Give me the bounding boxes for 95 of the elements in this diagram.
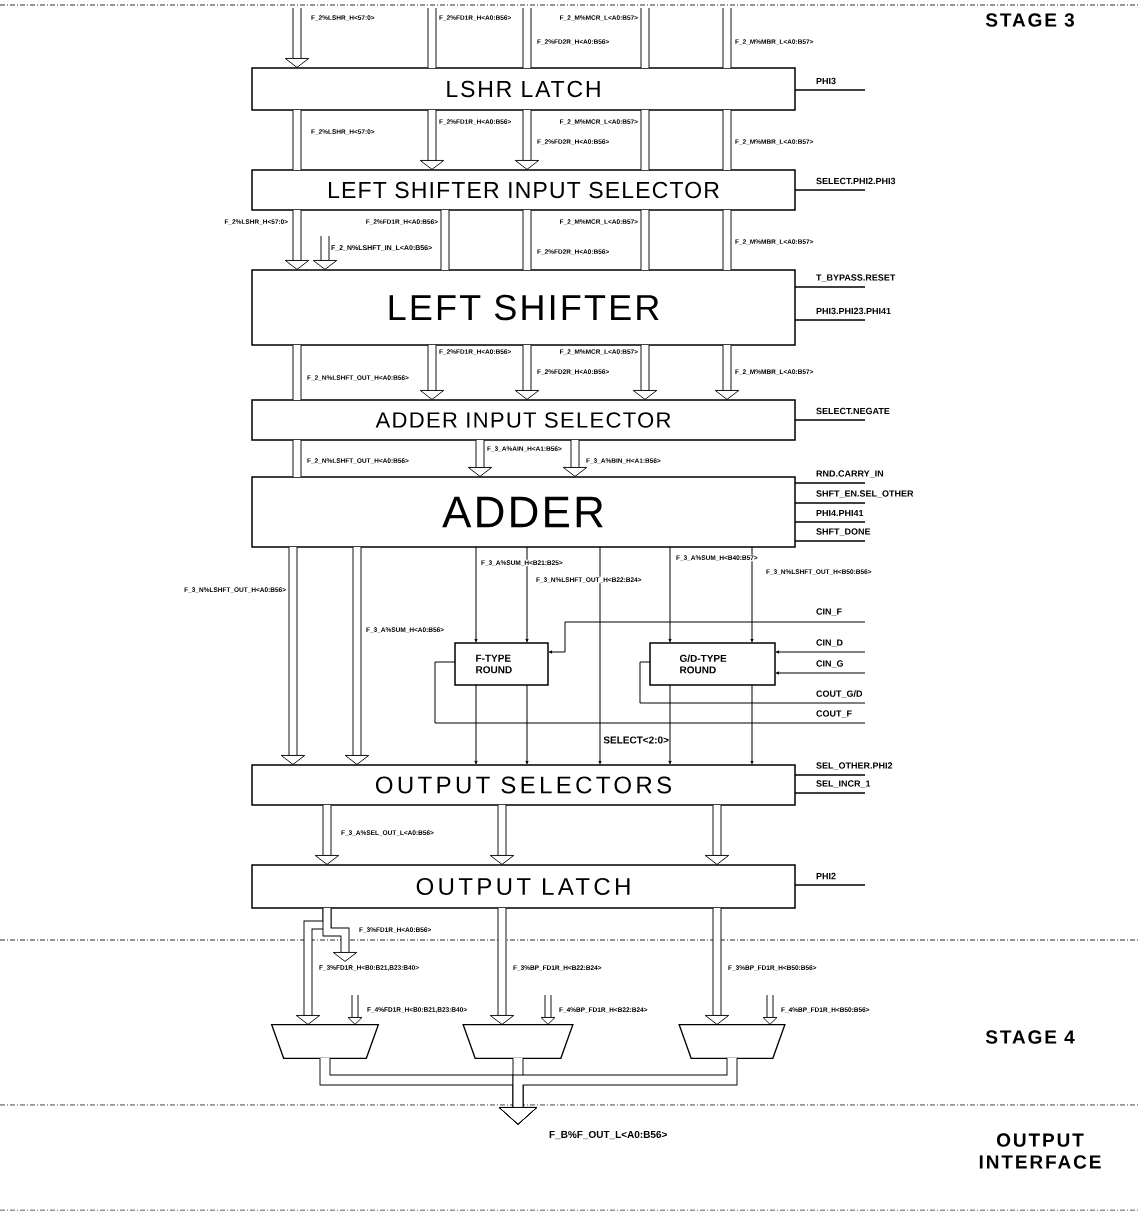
signal-line <box>794 189 866 191</box>
signal-line <box>794 286 866 288</box>
edge-label: F_B%F_OUT_L<A0:B56> <box>548 1130 669 1140</box>
bus-arrow <box>704 908 730 1025</box>
signal-line <box>794 774 866 776</box>
bus-arrow <box>632 345 658 400</box>
signal-line <box>794 482 866 484</box>
arrow <box>474 684 478 765</box>
block-box: LEFT SHIFTER INPUT SELECTOR <box>251 169 796 211</box>
signal-line <box>794 319 866 321</box>
block-box: ADDER INPUT SELECTOR <box>251 399 796 441</box>
bus-line <box>292 345 302 400</box>
bus-arrow <box>514 345 540 400</box>
bus-arrow <box>562 440 588 477</box>
arrow <box>775 671 866 675</box>
multiplexer-symbol <box>462 1024 574 1059</box>
rounding-unit-box: G/D-TYPE ROUND <box>649 642 776 686</box>
block-box: OUTPUT SELECTORS <box>251 764 796 806</box>
bus-arrow <box>704 805 730 865</box>
arrow <box>525 684 529 765</box>
bus-arrow <box>322 908 358 962</box>
arrow <box>775 650 866 654</box>
bus-arrow <box>489 908 515 1025</box>
bus-arrow <box>344 547 370 765</box>
block-box: LEFT SHIFTER <box>251 269 796 346</box>
bus-line <box>522 210 532 270</box>
edge-label: SHFT_DONE <box>815 527 872 537</box>
stage-label: STAGE 3 <box>985 13 1074 27</box>
bus-line <box>722 110 732 170</box>
bus-line <box>640 8 650 68</box>
edge-label: PHI3.PHI23.PHI41 <box>815 307 892 315</box>
bus-arrow <box>498 1058 738 1125</box>
arrow <box>598 546 602 765</box>
bus-arrow <box>762 995 778 1025</box>
edge-label: PHI3 <box>815 77 837 85</box>
arrow <box>474 546 478 643</box>
bus-arrow <box>280 547 306 765</box>
bus-line <box>640 110 650 170</box>
arrow <box>668 684 672 765</box>
arrow <box>668 546 672 643</box>
bus-arrow <box>467 440 493 477</box>
edge-label: PHI4.PHI41 <box>815 509 865 517</box>
bus-arrow <box>419 345 445 400</box>
edge-label: CIN_F <box>815 607 843 617</box>
multiplexer-symbol <box>678 1024 786 1059</box>
arrow <box>750 684 754 765</box>
arrow <box>525 546 529 643</box>
block-box: OUTPUT LATCH <box>251 864 796 909</box>
edge-label: SELECT.PHI2.PHI3 <box>815 177 897 185</box>
edge-label: COUT_G/D <box>815 689 864 699</box>
arrow <box>750 546 754 643</box>
stage-label: STAGE 4 <box>985 1030 1075 1044</box>
signal-line <box>794 89 866 91</box>
block-box: ADDER <box>251 476 796 548</box>
bus-line <box>292 440 302 477</box>
edge-label: CIN_G <box>815 659 845 669</box>
bus-line <box>440 210 450 270</box>
bus-arrow <box>284 210 310 270</box>
bus-line <box>292 110 302 170</box>
signal-line <box>434 661 866 724</box>
edge-label: PHI2 <box>815 872 837 880</box>
bus-arrow <box>314 805 340 865</box>
bus-line <box>640 210 650 270</box>
signal-line <box>794 521 866 523</box>
bus-line <box>722 8 732 68</box>
signal-line <box>794 792 866 794</box>
stage-label: OUTPUT INTERFACE <box>979 1133 1101 1169</box>
bus-line <box>427 8 437 68</box>
bus-arrow <box>514 110 540 170</box>
bus-arrow <box>312 236 338 270</box>
bus-arrow <box>489 805 515 865</box>
signal-line <box>794 419 866 421</box>
edge-label: COUT_F <box>815 709 853 719</box>
bus-arrow <box>714 345 740 400</box>
edge-label: T_BYPASS.RESET <box>815 273 896 283</box>
bus-line <box>722 210 732 270</box>
edge-label: SEL_OTHER.PHI2 <box>815 761 894 771</box>
bus-arrow <box>540 995 556 1025</box>
signal-line <box>794 884 866 886</box>
signal-line <box>639 661 866 704</box>
block-box: LSHR LATCH <box>251 67 796 111</box>
signal-line <box>794 502 866 504</box>
bus-arrow <box>347 995 363 1025</box>
signal-line <box>794 540 866 542</box>
signal-label: SELECT<2:0> <box>603 736 669 744</box>
bus-arrow <box>419 110 445 170</box>
rounding-unit-box: F-TYPE ROUND <box>454 642 549 686</box>
bus-line <box>522 8 532 68</box>
edge-label: SHFT_EN.SEL_OTHER <box>815 489 915 499</box>
edge-label: SEL_INCR_1 <box>815 779 872 789</box>
bus-arrow <box>284 8 310 68</box>
arrow <box>548 621 866 654</box>
edge-label: RND.CARRY_IN <box>815 469 885 479</box>
edge-label: SELECT.NEGATE <box>815 407 891 415</box>
edge-label: CIN_D <box>815 638 844 648</box>
